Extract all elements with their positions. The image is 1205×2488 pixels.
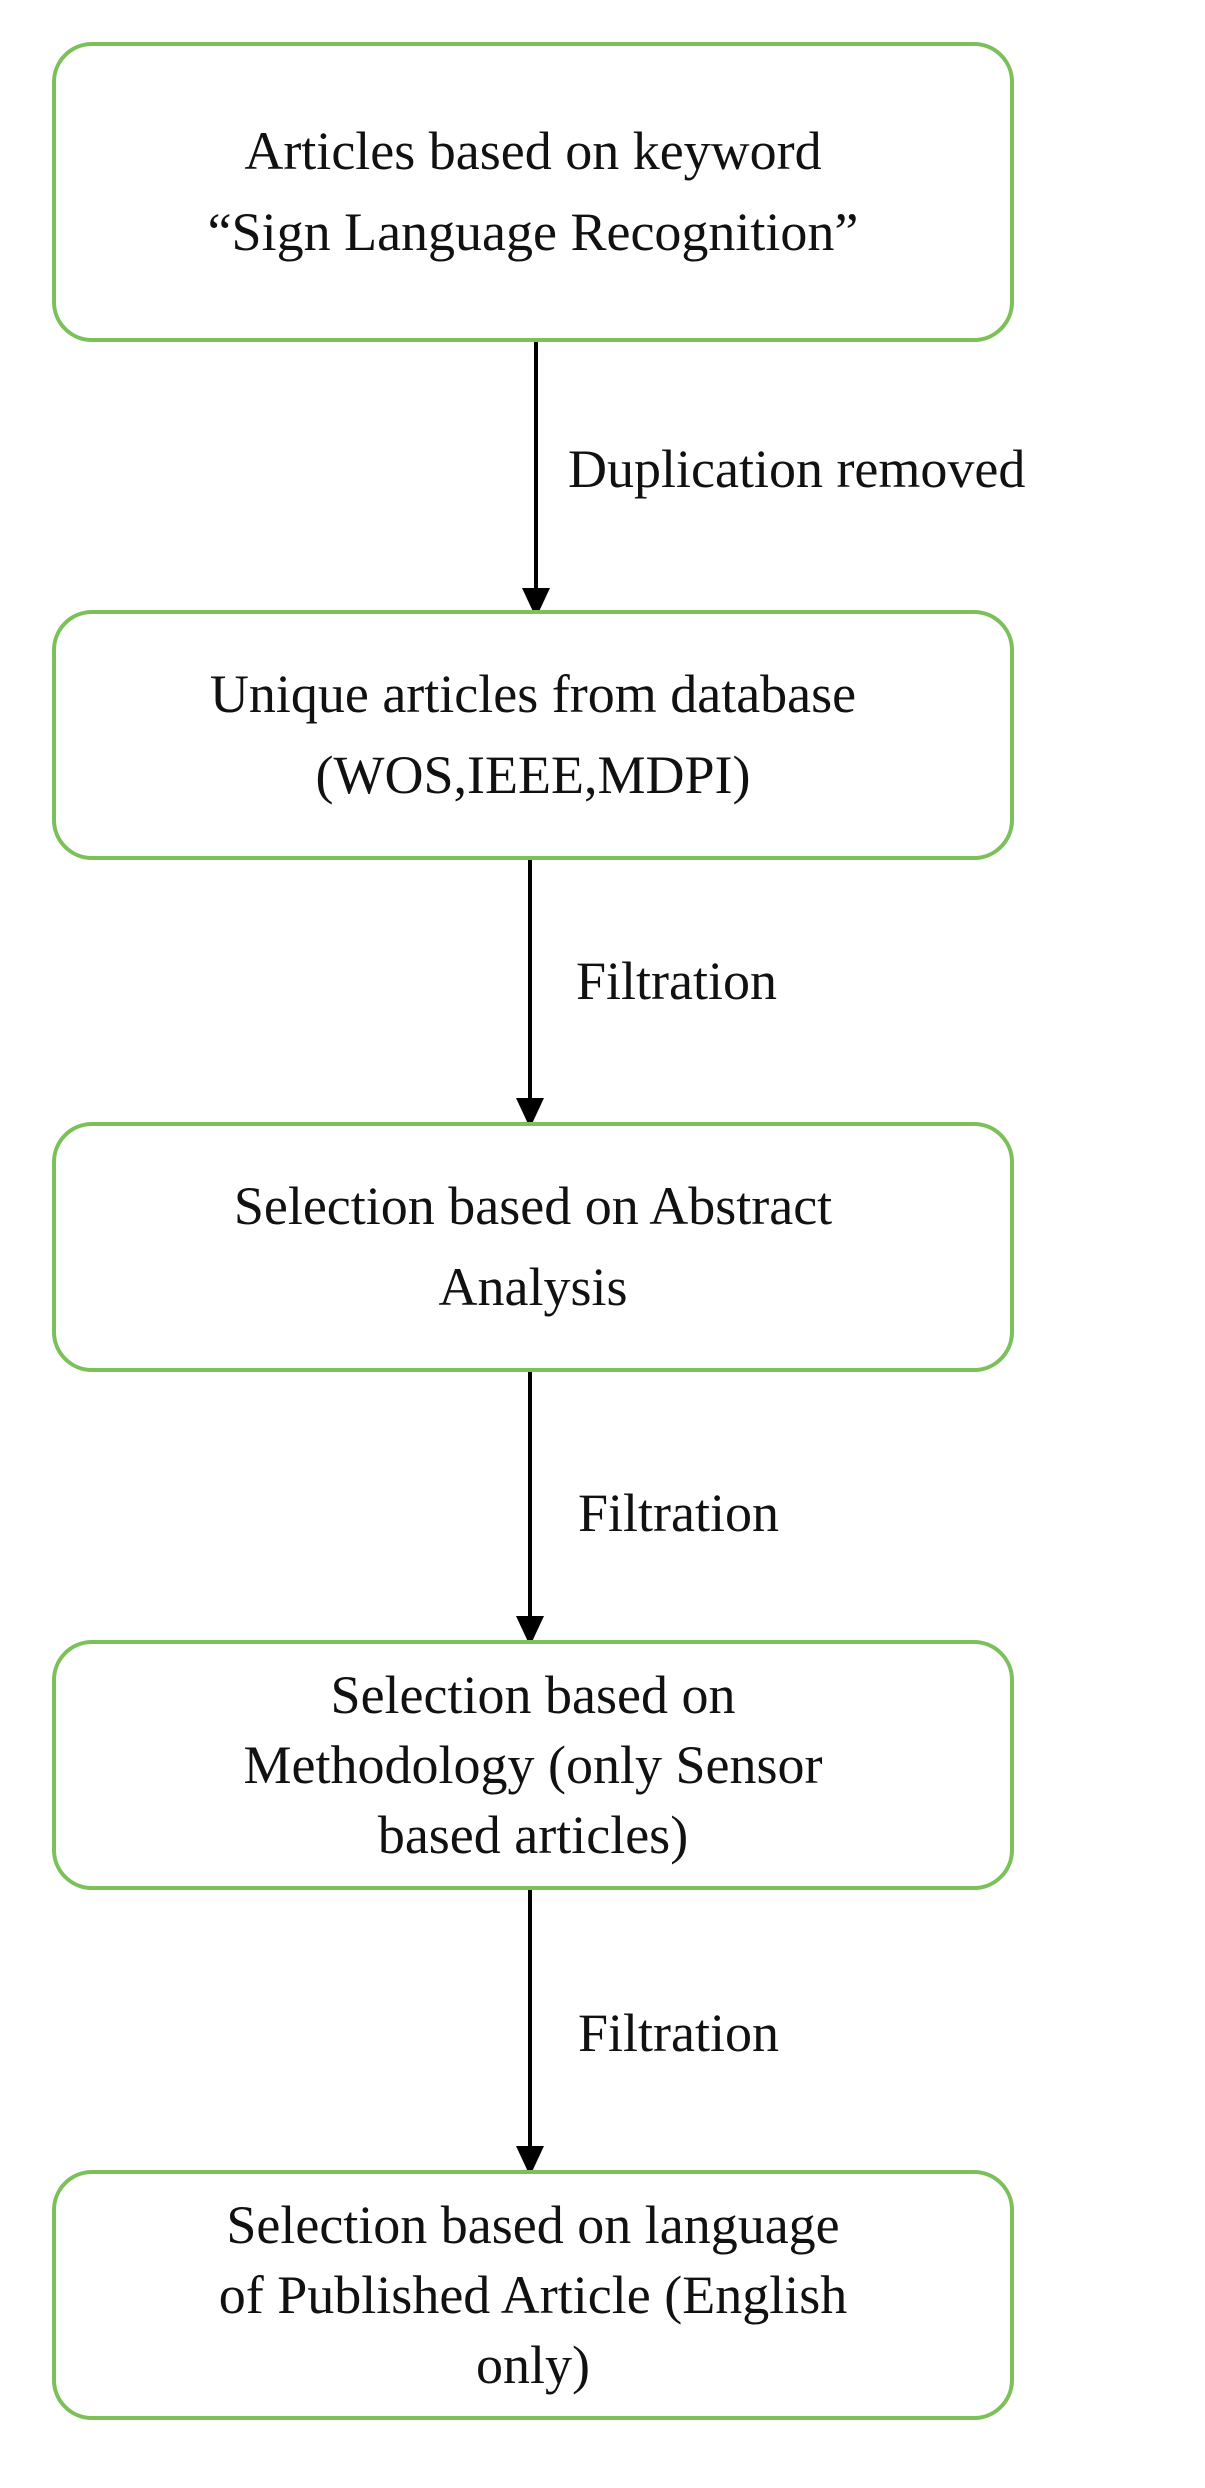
box-text-line: Articles based on keyword: [244, 121, 822, 181]
flow-box-keyword-articles: Articles based on keyword “Sign Language…: [52, 42, 1014, 342]
box-text-line: of Published Article (English: [218, 2264, 848, 2325]
box-text-line: Analysis: [438, 1257, 628, 1317]
flow-box-methodology: Selection based on Methodology (only Sen…: [52, 1640, 1014, 1890]
box-text-line: Selection based on Abstract: [233, 1176, 833, 1236]
flow-box-unique-articles: Unique articles from database (WOS,IEEE,…: [52, 610, 1014, 860]
box-text-line: Unique articles from database: [209, 664, 857, 724]
box-text-line: Selection based on language: [226, 2194, 840, 2255]
box-text-line: “Sign Language Recognition”: [207, 202, 859, 262]
flow-box-abstract-analysis: Selection based on Abstract Analysis: [52, 1122, 1014, 1372]
edge-label-duplication: Duplication removed: [568, 439, 1026, 499]
box-text-line: based articles): [377, 1805, 689, 1866]
box-text-line: Selection based on: [330, 1664, 736, 1725]
flow-box-language: Selection based on language of Published…: [52, 2170, 1014, 2420]
edge-label-filtration: Filtration: [578, 2003, 779, 2063]
box-text-line: (WOS,IEEE,MDPI): [315, 745, 751, 805]
box-text-line: only): [476, 2335, 590, 2396]
flow-arrow-1: [534, 342, 538, 600]
flow-arrow-2: [528, 860, 532, 1110]
edge-label-filtration: Filtration: [578, 1483, 779, 1543]
flow-arrow-3: [528, 1372, 532, 1628]
edge-label-filtration: Filtration: [576, 951, 777, 1011]
flow-arrow-4: [528, 1890, 532, 2160]
box-text-line: Methodology (only Sensor: [243, 1734, 823, 1795]
